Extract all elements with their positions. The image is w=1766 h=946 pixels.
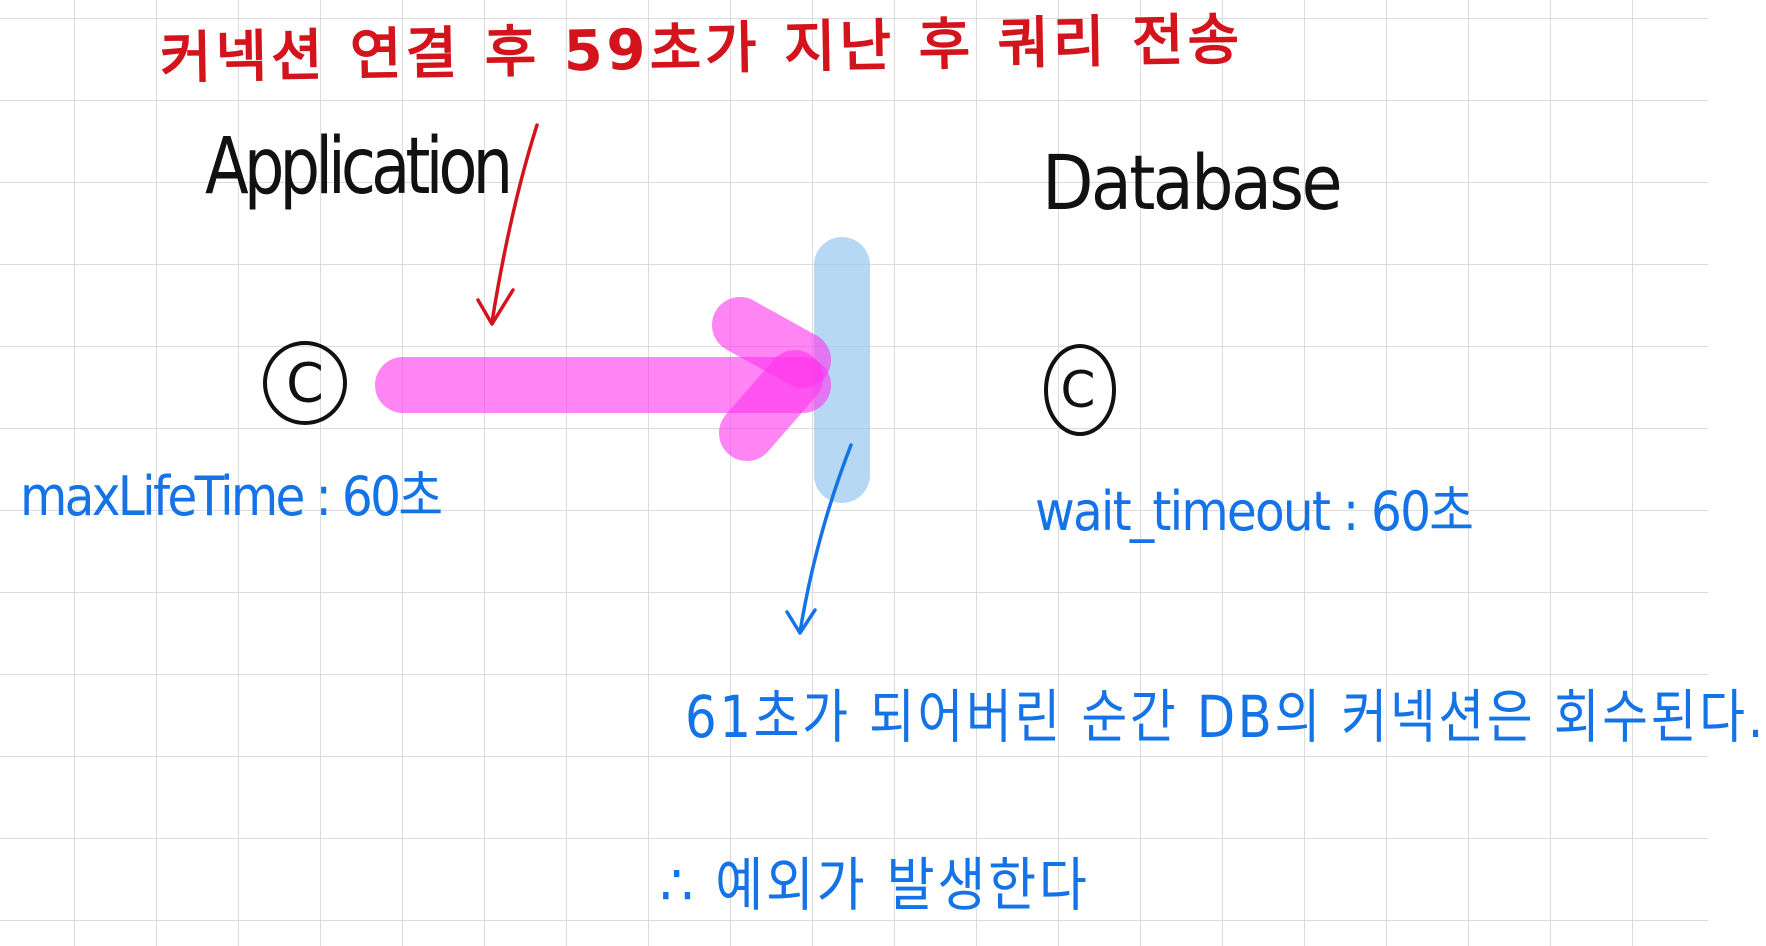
query-timing-annotation: 커넥션 연결 후 59초가 지난 후 쿼리 전송	[159, 7, 1244, 92]
max-life-time-setting: maxLifeTime : 60초	[20, 465, 443, 528]
query-arrow	[375, 297, 831, 461]
database-label: Database	[1042, 138, 1343, 227]
connection-reclaimed-note: 61초가 되어버린 순간 DB의 커넥션은 회수된다.	[685, 683, 1766, 751]
app-connection-node: C	[263, 341, 347, 425]
db-connection-node: C	[1044, 344, 1116, 436]
exception-conclusion: ∴ 예외가 발생한다	[660, 851, 1090, 919]
app-connection-circle	[263, 341, 347, 425]
app-connection-symbol: C	[286, 352, 324, 415]
application-label: Application	[205, 122, 513, 212]
blue-pointer-arrow	[785, 443, 853, 635]
db-connection-circle	[1044, 344, 1116, 436]
db-connection-symbol: C	[1061, 361, 1096, 419]
wait-timeout-setting: wait_timeout : 60초	[1035, 480, 1474, 543]
